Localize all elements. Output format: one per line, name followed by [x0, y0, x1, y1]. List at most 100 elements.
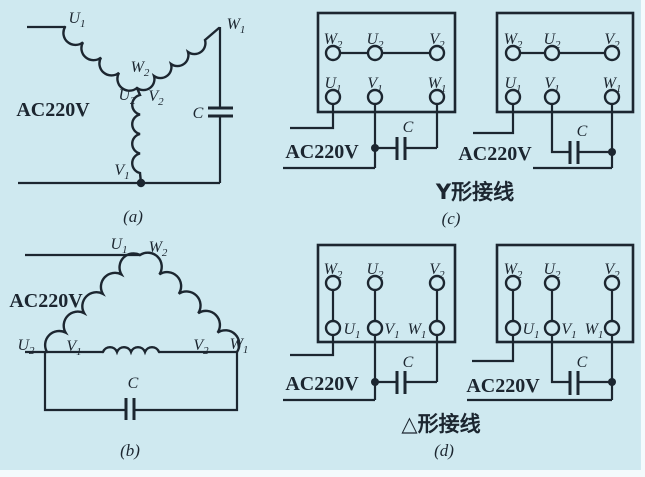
junction-dot — [371, 378, 379, 386]
wire — [290, 335, 335, 357]
wire — [134, 352, 239, 412]
terminal-box-d2: W2 U2 V2 U1 V1 W1 C AC220V — [466, 243, 635, 402]
label-u2: U2 — [366, 261, 384, 281]
label-u2: U2 — [118, 87, 136, 107]
winding-left — [43, 252, 142, 354]
wire — [550, 335, 570, 384]
panel-b-delta-schematic: U1 W2 U2 V1 V2 W1 AC220V C (b) — [9, 236, 248, 460]
label-u1: U1 — [522, 321, 539, 341]
winding-u — [62, 25, 139, 92]
terminal-box — [495, 11, 635, 114]
label-ac220v: AC220V — [458, 143, 532, 165]
label-w1: W1 — [408, 321, 427, 341]
wire — [290, 104, 335, 130]
label-w1: W1 — [230, 336, 249, 356]
label-v1: V1 — [66, 338, 81, 358]
wire — [473, 104, 515, 135]
winding-bottom — [101, 346, 161, 356]
label-v1: V1 — [367, 75, 382, 95]
caption-d: (d) — [434, 441, 454, 460]
terminal-box — [495, 243, 635, 344]
junction-dot — [136, 178, 146, 188]
label-v1: V1 — [544, 75, 559, 95]
terminal-w2 — [504, 274, 522, 292]
label-u2: U2 — [366, 31, 384, 51]
terminal-v2 — [428, 274, 446, 292]
label-u2: U2 — [543, 261, 561, 281]
label-ac220v: AC220V — [466, 375, 540, 397]
label-u1: U1 — [324, 75, 341, 95]
junction-dot — [608, 378, 616, 386]
label-w1: W1 — [227, 16, 246, 36]
caption-a: (a) — [123, 207, 143, 226]
terminal-v1 — [543, 319, 561, 337]
label-v2: V2 — [148, 88, 164, 108]
label-w1: W1 — [603, 75, 622, 95]
wire — [43, 352, 126, 412]
terminal-u2 — [366, 44, 384, 62]
terminal-u1 — [504, 319, 522, 337]
terminal-w2 — [504, 44, 522, 62]
label-v2: V2 — [604, 31, 620, 51]
label-w2: W2 — [324, 261, 343, 281]
title-y-connection: Y形接线 — [435, 180, 514, 204]
terminal-box-c2: W2 U2 V2 U1 V1 W1 C AC220V — [458, 11, 635, 170]
terminal-w1 — [603, 319, 621, 337]
panel-a-star-schematic: U1 W2 U2 V2 W1 V1 C AC220V (a) — [16, 10, 245, 226]
winding-v — [131, 86, 143, 185]
label-v2: V2 — [193, 337, 209, 357]
page-edge-bottom — [0, 470, 645, 477]
terminal-w2 — [324, 274, 342, 292]
terminal-box — [316, 243, 457, 344]
terminal-v2 — [428, 44, 446, 62]
label-capacitor: C — [193, 105, 204, 122]
terminal-box — [316, 11, 457, 114]
label-w2: W2 — [504, 261, 523, 281]
terminal-u2 — [543, 274, 561, 292]
label-capacitor: C — [403, 119, 414, 136]
label-w2: W2 — [149, 239, 168, 259]
label-v1: V1 — [114, 162, 129, 182]
label-w2: W2 — [324, 31, 343, 51]
label-w1: W1 — [585, 321, 604, 341]
wire — [472, 335, 515, 363]
label-w2: W2 — [131, 59, 150, 79]
label-capacitor: C — [128, 375, 139, 392]
label-ac220v: AC220V — [285, 141, 359, 163]
caption-b: (b) — [120, 441, 140, 460]
terminal-w1 — [428, 319, 446, 337]
page-edge-right — [641, 0, 645, 477]
label-w2: W2 — [504, 31, 523, 51]
junction-dot — [608, 148, 616, 156]
label-v2: V2 — [604, 261, 620, 281]
label-capacitor: C — [403, 354, 414, 371]
terminal-v2 — [603, 44, 621, 62]
label-ac220v: AC220V — [285, 373, 359, 395]
winding-w — [135, 26, 221, 92]
label-capacitor: C — [577, 123, 588, 140]
terminal-box-d1: W2 U2 V2 U1 V1 W1 C AC220V — [283, 243, 457, 402]
label-u1: U1 — [68, 10, 85, 30]
terminal-w2 — [324, 44, 342, 62]
label-v1: V1 — [384, 321, 399, 341]
label-ac220v: AC220V — [9, 290, 83, 312]
label-v2: V2 — [429, 31, 445, 51]
label-u1: U1 — [110, 236, 127, 256]
label-v1: V1 — [561, 321, 576, 341]
label-w1: W1 — [428, 75, 447, 95]
terminal-v1 — [366, 319, 384, 337]
terminal-u2 — [366, 274, 384, 292]
terminal-box-c1: W2 U2 V2 U1 V1 W1 C AC220V — [283, 11, 457, 170]
terminal-u2 — [543, 44, 561, 62]
wire — [550, 104, 570, 154]
label-u1: U1 — [343, 321, 360, 341]
label-v2: V2 — [429, 261, 445, 281]
junction-dot — [371, 144, 379, 152]
title-delta-connection: △形接线 — [401, 412, 480, 436]
panel-d-delta-connection: W2 U2 V2 U1 V1 W1 C AC220V — [283, 243, 635, 460]
label-u1: U1 — [504, 75, 521, 95]
label-u2: U2 — [543, 31, 561, 51]
caption-c: (c) — [442, 209, 461, 228]
